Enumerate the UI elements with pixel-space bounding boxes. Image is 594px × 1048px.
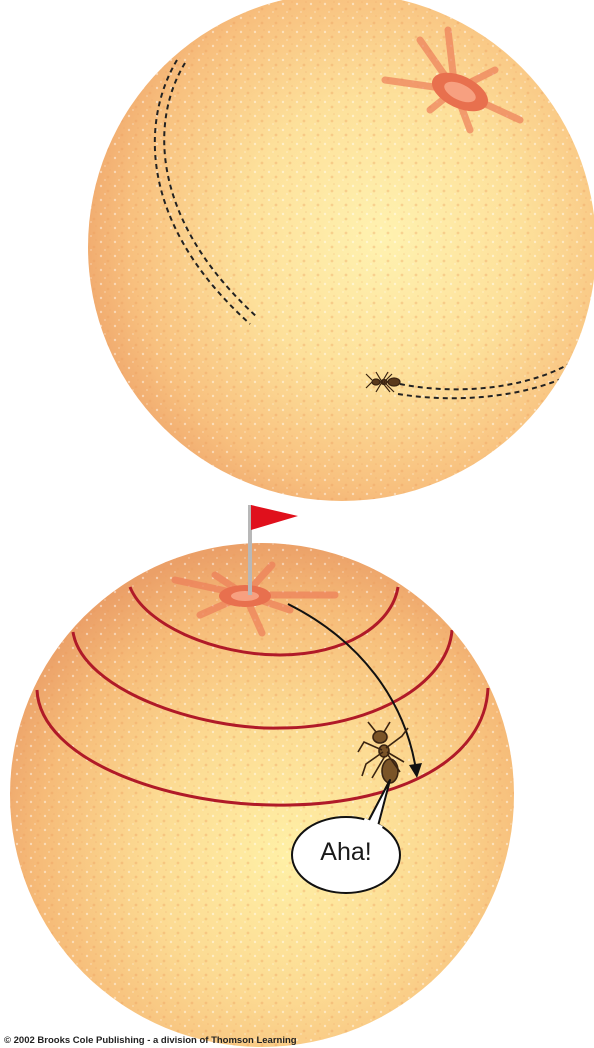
top-orange (88, 0, 594, 501)
copyright-text: © 2002 Brooks Cole Publishing - a divisi… (4, 1035, 297, 1046)
speech-bubble-text: Aha! (300, 838, 392, 867)
bottom-orange (10, 543, 514, 1047)
